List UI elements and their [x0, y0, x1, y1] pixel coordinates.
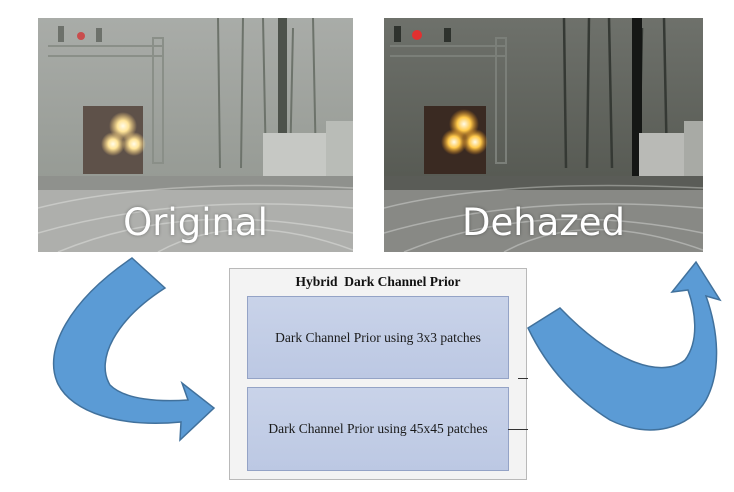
original-image-panel: Original	[38, 18, 353, 252]
left-curved-arrow	[52, 257, 216, 442]
dcp-45x45-step: Dark Channel Prior using 45x45 patches	[247, 387, 509, 471]
dcp-3x3-label: Dark Channel Prior using 3x3 patches	[275, 329, 481, 345]
hybrid-dcp-box: Hybrid Dark Channel Prior Dark Channel P…	[229, 268, 527, 480]
original-label: Original	[123, 201, 268, 244]
dcp-45x45-label: Dark Channel Prior using 45x45 patches	[268, 421, 488, 436]
dehazed-train-photo	[384, 18, 703, 252]
dehazed-image-panel: Dehazed	[384, 18, 703, 252]
method-title: Hybrid Dark Channel Prior	[295, 274, 461, 289]
connector-tick	[508, 429, 528, 430]
caption-band	[384, 190, 703, 252]
right-curved-arrow	[527, 260, 722, 431]
caption-band	[38, 190, 353, 252]
dehazed-label: Dehazed	[461, 201, 626, 244]
dcp-3x3-step: Dark Channel Prior using 3x3 patches	[247, 296, 509, 379]
connector-tick	[518, 378, 528, 379]
original-train-photo	[38, 18, 353, 252]
